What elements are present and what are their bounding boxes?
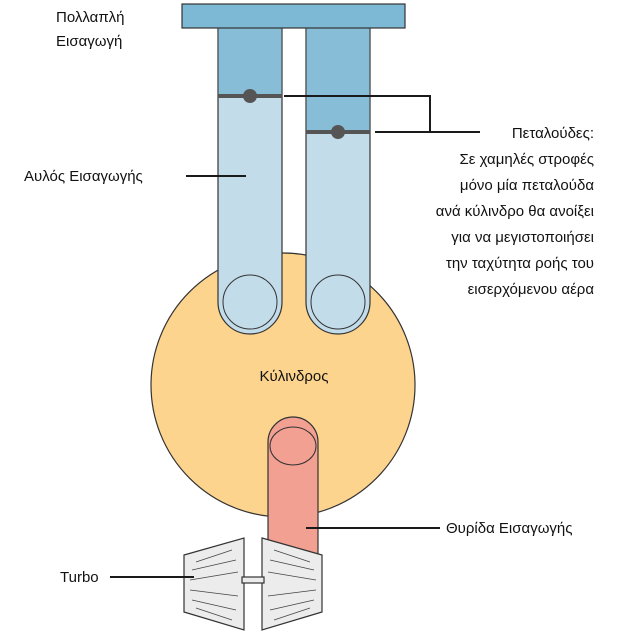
port-label: Θυρίδα Εισαγωγής xyxy=(446,520,572,537)
butterfly-label-line-6: την ταχύτητα ροής του xyxy=(446,255,594,272)
butterfly-valve-left xyxy=(218,89,282,103)
cylinder-label: Κύλινδρος xyxy=(260,368,329,385)
butterfly-valve-right xyxy=(306,125,370,139)
butterfly-label-line-2: Σε χαμηλές στροφές xyxy=(459,151,594,168)
runner-left xyxy=(217,19,283,335)
manifold-label-line-2: Εισαγωγή xyxy=(56,33,122,50)
turbo-label: Turbo xyxy=(60,569,99,586)
butterfly-label-line-5: για να μεγιστοποιήσει xyxy=(451,229,594,246)
butterfly-label-line-7: εισερχόμενου αέρα xyxy=(468,281,595,298)
manifold-label-line-1: Πολλαπλή xyxy=(56,9,125,26)
intake-manifold xyxy=(181,3,406,29)
runner-label: Αυλός Εισαγωγής xyxy=(24,168,143,185)
butterfly-leader xyxy=(284,95,480,133)
port-opening xyxy=(269,426,317,466)
turbo-unit xyxy=(183,537,323,631)
butterfly-label-line-3: μόνο μία πεταλούδα xyxy=(460,177,594,194)
butterfly-label-line-1: Πεταλούδες: xyxy=(512,125,594,142)
butterfly-label-line-4: ανά κύλινδρο θα ανοίξει xyxy=(436,203,594,220)
runner-right xyxy=(305,19,371,335)
